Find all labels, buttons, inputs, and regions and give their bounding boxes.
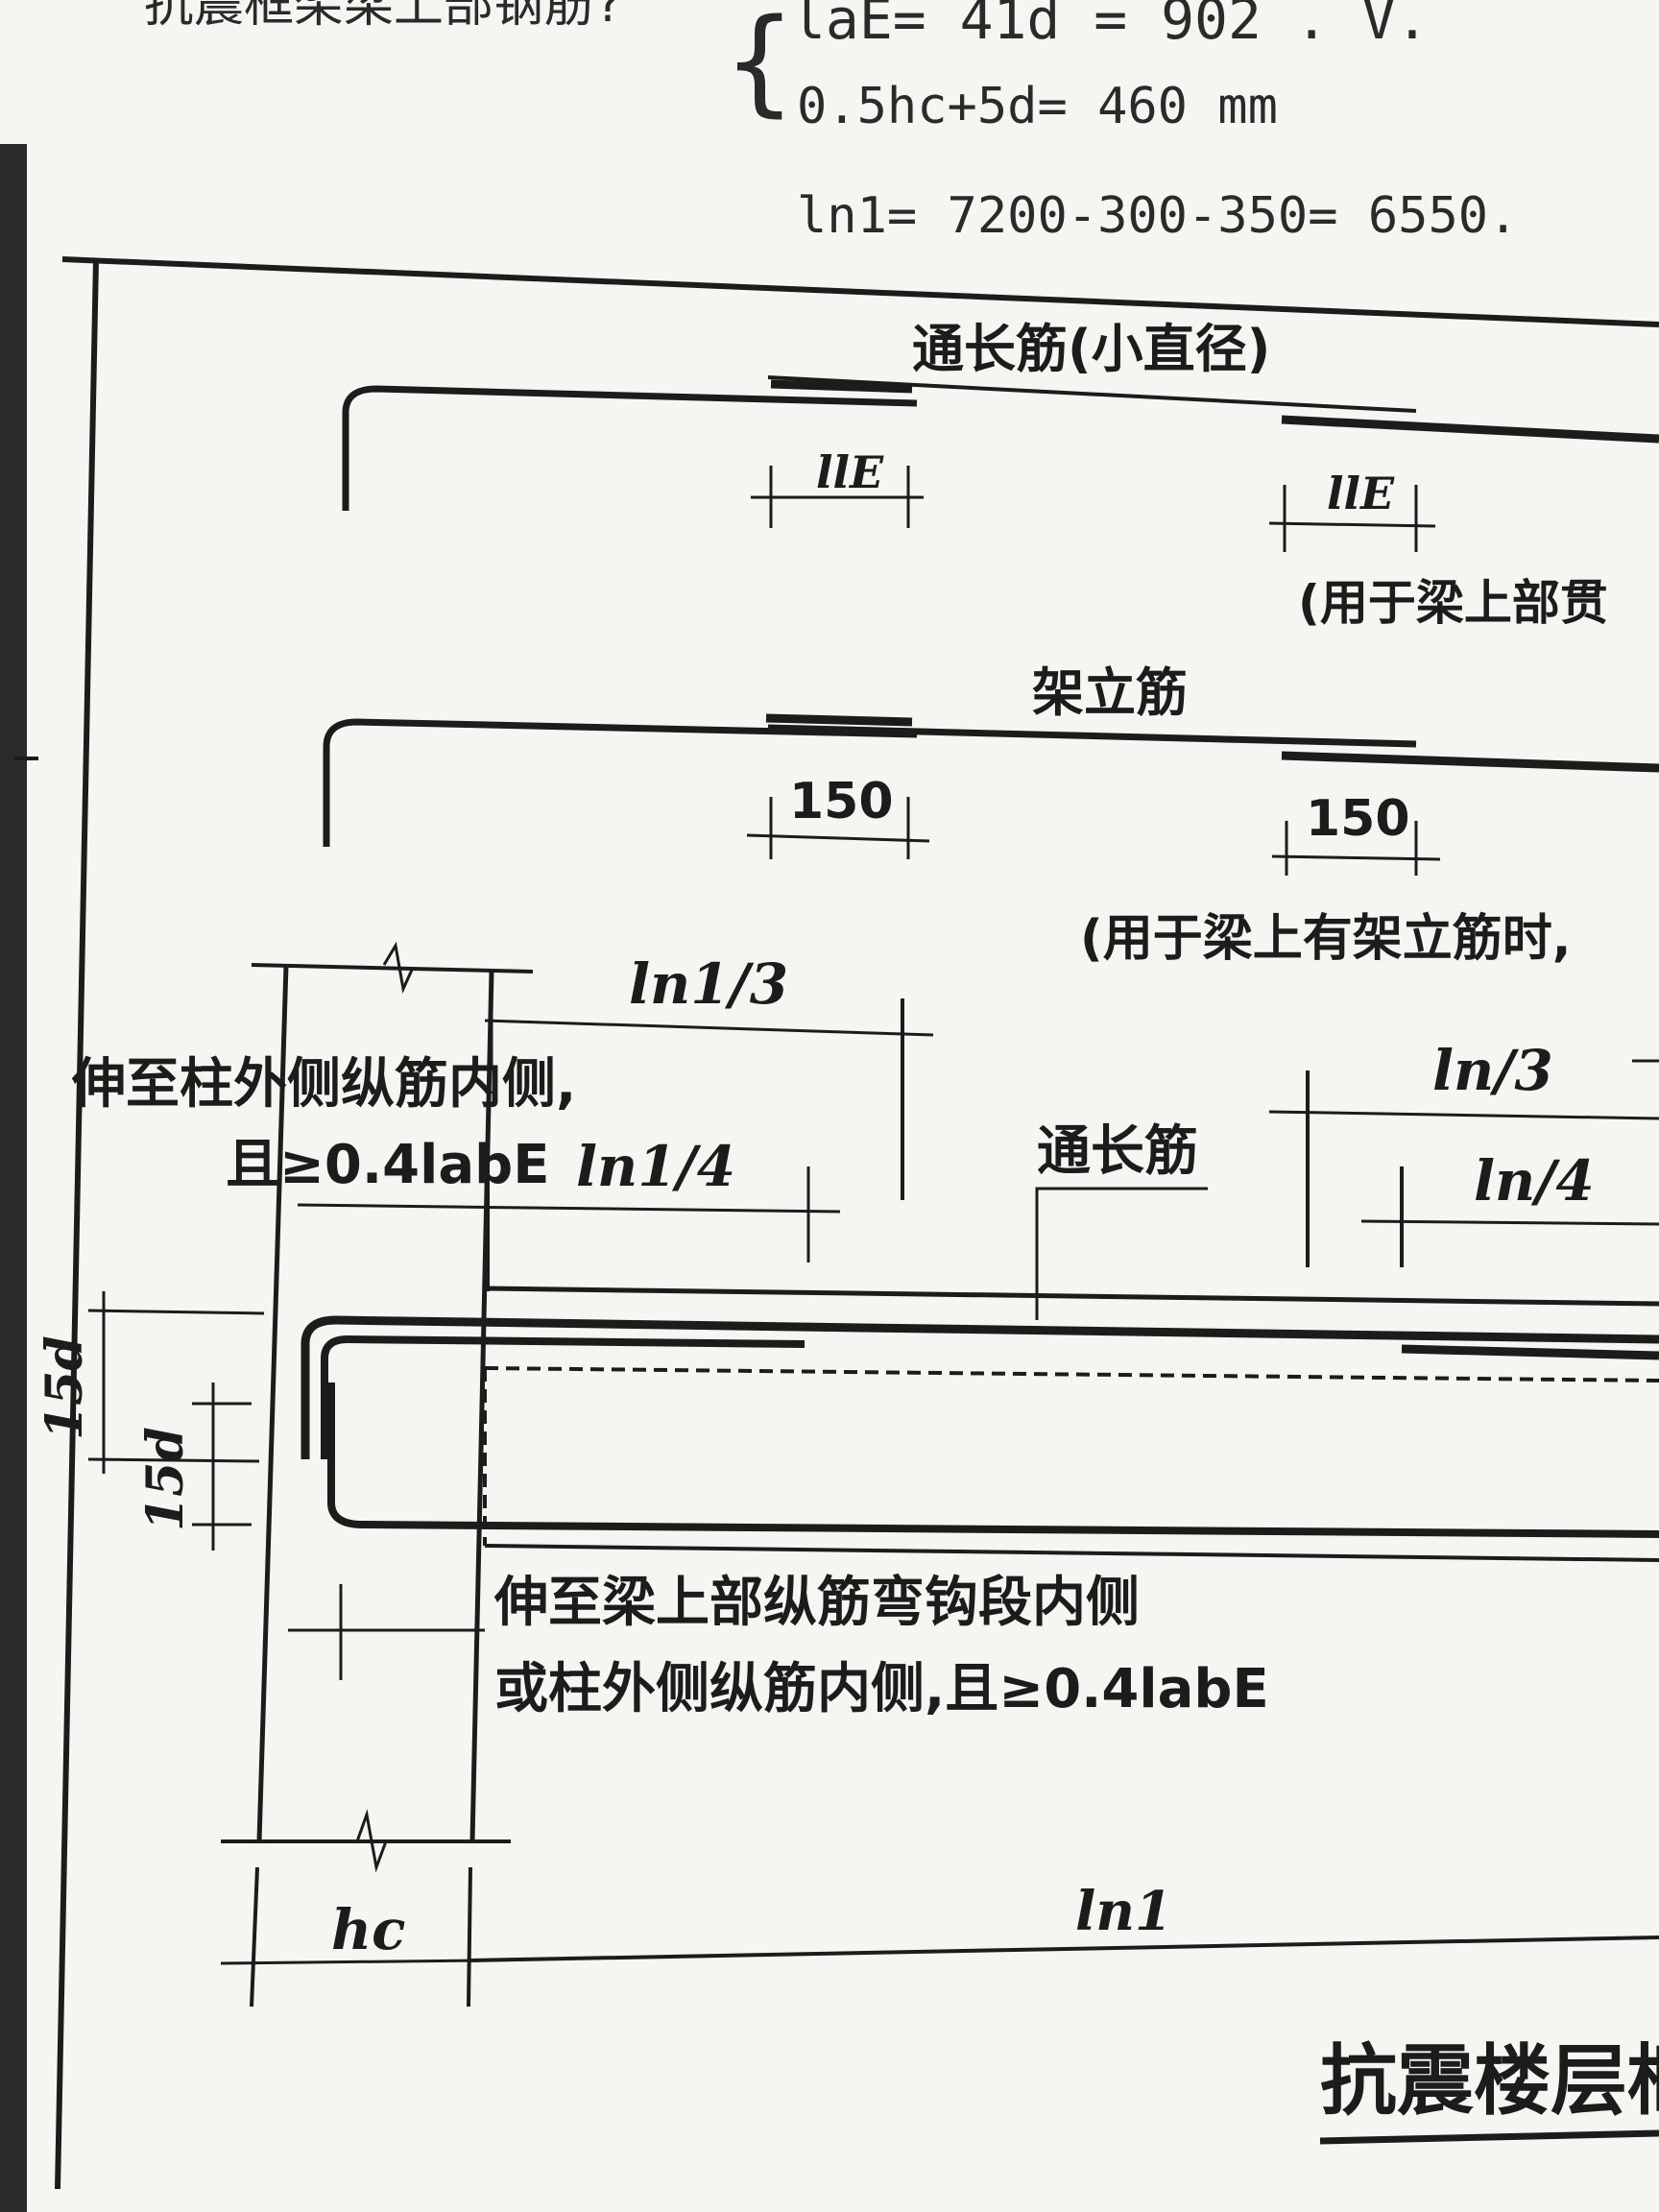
left-page-edge	[0, 144, 27, 2212]
top-bar-second-layer	[321, 1334, 805, 1459]
top-bar-lap-right	[1401, 1344, 1659, 1360]
dim-150-left-line	[746, 833, 930, 843]
column-break-mark-top	[382, 941, 415, 995]
caption-underline	[1319, 2129, 1659, 2145]
ln1-label: ln1	[1075, 1880, 1172, 1943]
through-bar-leader	[1035, 1187, 1208, 1320]
col-note-line1: 伸至柱外侧纵筋内侧,	[71, 1053, 576, 1116]
ln1-quarter-dim	[297, 1203, 841, 1214]
through-bar-small-label: 通长筋(小直径)	[912, 319, 1270, 379]
erection-bar-lap-right	[1281, 751, 1659, 773]
through-bar-small-lap-left	[770, 379, 913, 394]
note-erection: (用于梁上有架立筋时,	[1080, 910, 1572, 968]
outer-frame-left	[55, 258, 99, 2190]
through-bar-small-mid	[767, 375, 1417, 413]
ln1-third-label: ln1/3	[629, 951, 788, 1017]
dim-15d-inner-label: 15d	[136, 1427, 195, 1531]
dim-150-right-label: 150	[1306, 790, 1410, 848]
beam-top-line	[484, 1286, 1659, 1307]
top-bar-dash	[484, 1366, 1659, 1382]
col-note-line2: 且≥0.4labE	[226, 1134, 549, 1196]
hc-tick-right	[467, 1866, 472, 2008]
figure-caption: 抗震楼层框	[1320, 2036, 1659, 2126]
ln-quarter-dim	[1360, 1219, 1659, 1226]
column-outer-edge	[256, 964, 289, 1842]
outer-frame-top	[61, 256, 1659, 327]
top-through-bar	[301, 1315, 1659, 1459]
beam-bottom-edge	[484, 1544, 1659, 1562]
dim-15d-outer-tick-bottom	[87, 1457, 260, 1463]
erection-bar-hook	[323, 718, 918, 847]
column-top-edge	[251, 963, 534, 974]
ln-quarter-label: ln/4	[1474, 1148, 1595, 1214]
lle-left-label: llE	[816, 446, 884, 498]
erection-bar-label: 架立筋	[1032, 662, 1188, 723]
column-inner-edge	[469, 971, 494, 1842]
hc-tick-left	[250, 1866, 259, 2008]
lle-right-label: llE	[1327, 468, 1395, 519]
ln1-quarter-label: ln1/4	[576, 1134, 735, 1199]
bottom-note-line1: 伸至梁上部纵筋弯钩段内侧	[493, 1572, 1140, 1634]
dim-15d-outer-label: 15d	[36, 1335, 94, 1440]
column-break-mark-bottom	[355, 1809, 388, 1873]
dim-15d-outer-tick-top	[87, 1309, 265, 1315]
through-bar-label: 通长筋	[1037, 1120, 1198, 1183]
ln1-third-dim	[484, 1019, 934, 1037]
handwritten-line3: ln1= 7200-300-350= 6550.	[797, 187, 1518, 245]
handwritten-line1: laE= 41d = 902 . V.	[792, 0, 1429, 52]
note-top-right: (用于梁上部贯	[1298, 575, 1608, 631]
lle-right-dim	[1268, 521, 1436, 528]
dim-150-right-line	[1271, 854, 1441, 861]
ln-third-dim	[1268, 1110, 1659, 1120]
handwritten-line0: 抗震框架梁上部钢筋?	[144, 0, 623, 34]
handwritten-brace: {	[725, 0, 794, 129]
through-bar-small-lap-right	[1281, 415, 1659, 444]
bottom-note-line2: 或柱外侧纵筋内侧,且≥0.4labE	[494, 1658, 1269, 1720]
through-bar-small-hook	[342, 385, 918, 511]
ln-third-label: ln/3	[1432, 1038, 1553, 1103]
handwritten-line2: 0.5hc+5d= 460 mm	[797, 78, 1278, 135]
hc-dim-line	[220, 1959, 481, 1965]
erection-bar-mid	[767, 724, 1417, 748]
bottom-bar-hook	[327, 1382, 1659, 1538]
erection-bar-lap-left	[765, 713, 913, 727]
ln1-dim-line	[469, 1936, 1659, 1962]
dim-150-left-label: 150	[789, 773, 894, 830]
hc-label: hc	[331, 1897, 405, 1962]
